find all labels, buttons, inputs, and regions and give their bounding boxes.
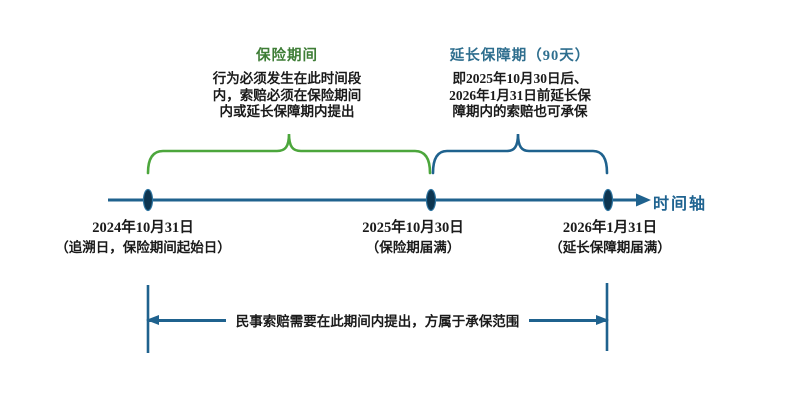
- milestone-extended-expiry: 2026年1月31日 （延长保障期届满）: [480, 219, 740, 257]
- extended-period-text-line: 2026年1月31日前延长保: [449, 87, 591, 103]
- milestone-policy-expiry: 2025年10月30日 （保险期届满）: [283, 219, 543, 257]
- insurance-period-brace: [146, 133, 432, 175]
- insurance-period-text-line: 内，索赔必须在保险期间: [212, 87, 362, 103]
- milestone-note: （延长保障期届满）: [549, 240, 671, 255]
- milestone-date: 2025年10月30日: [362, 220, 464, 236]
- extended-period-brace: [431, 133, 609, 175]
- extended-period-text-line: 即2025年10月30日后、: [452, 71, 588, 86]
- insurance-period-title: 保险期间: [256, 48, 318, 64]
- extended-period-text-line: 障期内的索赔也可承保: [452, 104, 588, 119]
- extended-period-title: 延长保障期（90天）: [449, 48, 591, 64]
- right-arrow-icon: [529, 318, 607, 322]
- claim-window-label: 民事索赔需要在此期间内提出，方属于承保范围: [235, 314, 520, 329]
- insurance-period-text-line: 行为必须发生在此时间段: [212, 71, 362, 86]
- milestone-date: 2024年10月31日: [92, 220, 194, 236]
- milestone-date: 2026年1月31日: [562, 220, 658, 236]
- time-axis-label: 时间轴: [653, 196, 708, 213]
- left-arrow-icon: [148, 318, 226, 322]
- milestone-note: （追溯日，保险期间起始日）: [55, 240, 231, 255]
- timeline-dot-policy-expiry: [425, 188, 437, 212]
- milestone-retroactive-date: 2024年10月31日 （追溯日，保险期间起始日）: [13, 219, 273, 257]
- timeline-arrowhead-icon: [636, 193, 651, 207]
- timeline-dot-extended-expiry: [602, 188, 614, 212]
- milestone-note: （保险期届满）: [365, 240, 461, 255]
- timeline-dot-retroactive-date: [142, 188, 154, 212]
- extended-period-annotation: 延长保障期（90天） 即2025年10月30日后、 2026年1月31日前延长保…: [400, 44, 640, 121]
- claim-window-annotation: 民事索赔需要在此期间内提出，方属于承保范围: [148, 308, 607, 332]
- insurance-period-text-line: 内或延长保障期内提出: [219, 104, 355, 119]
- insurance-period-annotation: 保险期间 行为必须发生在此时间段 内，索赔必须在保险期间 内或延长保障期内提出: [167, 44, 407, 121]
